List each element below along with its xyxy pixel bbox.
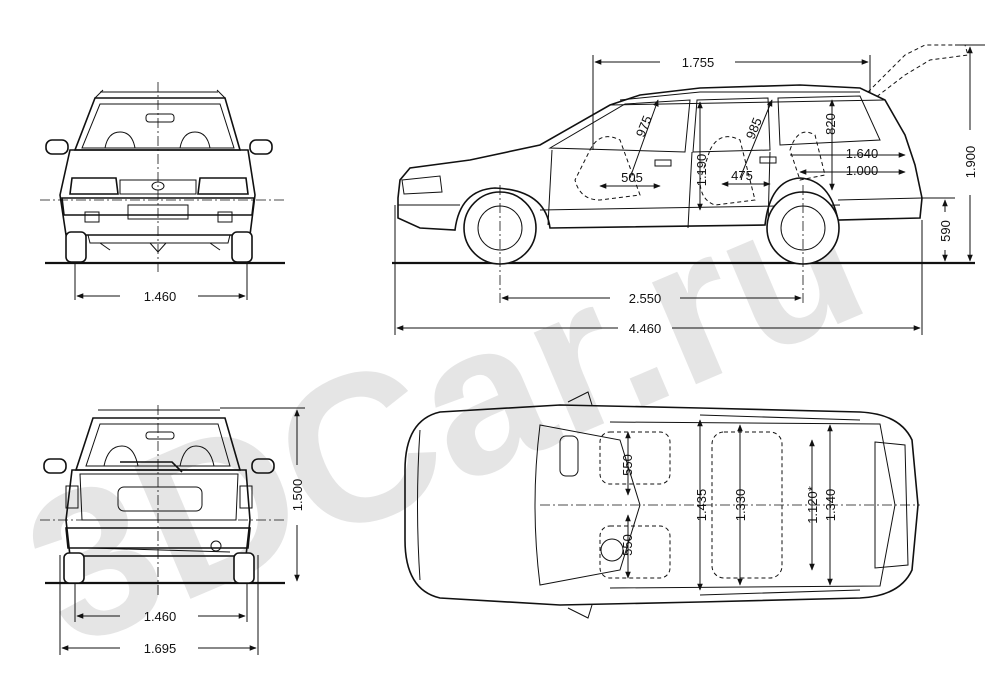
- cargo-length-seats-folded-label: 1.000: [846, 163, 879, 178]
- overall-width-label: 1.695: [144, 641, 177, 656]
- cargo-width-between-arches-label: 1.120*: [805, 486, 820, 524]
- overall-height-label: 1.900: [963, 146, 978, 179]
- cargo-length-seats-up-label: 1.640: [846, 146, 879, 161]
- top-view-drawing: 550 550 1.435 1.330 1.120* 1.340: [404, 391, 920, 619]
- front-seat-width-left-label: 550: [620, 454, 635, 476]
- front-shoulder-width-label: 1.435: [694, 489, 709, 522]
- front-track-width-label: 1.460: [144, 289, 177, 304]
- rear-overall-height-label: 1.500: [290, 479, 305, 512]
- tailgate-height-label: 590: [938, 220, 953, 242]
- cargo-width-label: 1.340: [823, 489, 838, 522]
- front-seat-width-right-label: 550: [620, 534, 635, 556]
- rear-headroom-label: 985: [743, 115, 765, 141]
- cargo-height-label: 820: [823, 113, 838, 135]
- rear-shoulder-width-label: 1.330: [733, 489, 748, 522]
- rear-view-drawing: 1.500 1.460 1.695: [40, 405, 305, 656]
- side-view-drawing: 1.755 1.900 590 2.550 4.460 975 985 820: [392, 44, 985, 336]
- front-view-drawing: 1.460: [40, 82, 285, 304]
- wheelbase-label: 2.550: [629, 291, 662, 306]
- interior-height-label: 1.190: [694, 154, 709, 187]
- rear-track-width-label: 1.460: [144, 609, 177, 624]
- roof-length-label: 1.755: [682, 55, 715, 70]
- rear-seat-depth-label: 475: [731, 168, 753, 183]
- overall-length-label: 4.460: [629, 321, 662, 336]
- front-seat-depth-label: 505: [621, 170, 643, 185]
